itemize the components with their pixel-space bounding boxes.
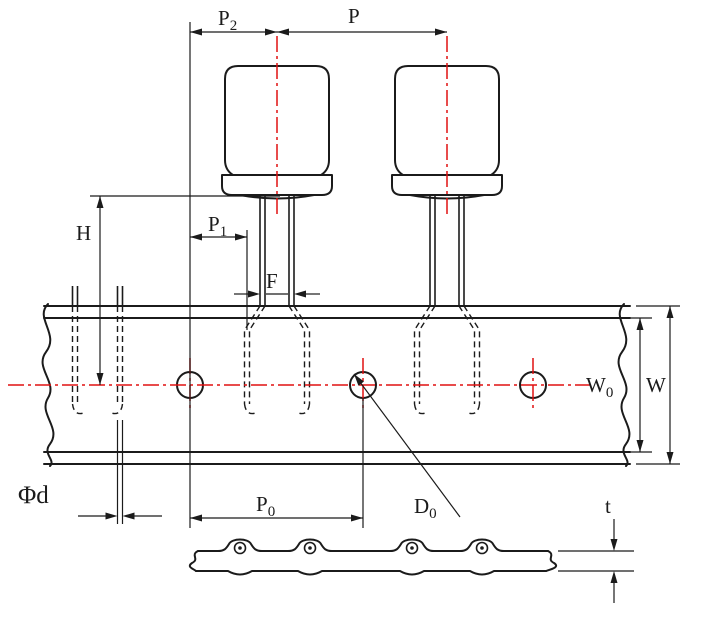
arrowhead bbox=[96, 373, 104, 385]
arrowhead bbox=[636, 318, 644, 330]
side-view-torn-end-left bbox=[188, 550, 199, 572]
lead-cross-section bbox=[405, 541, 419, 555]
arrowhead bbox=[96, 196, 104, 208]
arrowhead bbox=[277, 28, 289, 36]
partial-component-leads bbox=[71, 286, 124, 306]
lead-hook bbox=[467, 403, 481, 415]
lead-hook bbox=[413, 403, 427, 415]
arrowhead bbox=[666, 306, 674, 318]
lead-dashed bbox=[458, 305, 476, 404]
arrowhead bbox=[636, 440, 644, 452]
dimension-lead-diameter: Φd bbox=[18, 482, 162, 520]
side-view-top-contour bbox=[197, 538, 549, 552]
lead-dashed bbox=[463, 305, 481, 404]
dim-label-p1: P1 bbox=[208, 212, 227, 240]
lead-center-dot bbox=[480, 546, 484, 550]
arrowhead bbox=[435, 28, 447, 36]
lead-hook bbox=[243, 403, 257, 415]
dim-label-p: P bbox=[348, 4, 360, 28]
dimension-w0: W0 bbox=[586, 317, 652, 453]
lead-dashed bbox=[418, 305, 436, 404]
tape-side-view bbox=[188, 538, 558, 576]
dim-label-d0: D0 bbox=[414, 494, 437, 522]
dimension-f: F bbox=[234, 269, 320, 298]
dim-label-w0: W0 bbox=[586, 373, 613, 401]
lead-dashed bbox=[413, 305, 431, 404]
carrier-tape bbox=[41, 303, 631, 467]
lead-center-dot bbox=[238, 546, 242, 550]
lead-dashed bbox=[293, 305, 311, 404]
lead-dashed bbox=[288, 305, 306, 404]
hidden-leads bbox=[71, 305, 481, 415]
arrowhead bbox=[248, 290, 260, 298]
dim-label-phi-d: Φd bbox=[18, 482, 49, 509]
lead-dashed bbox=[248, 305, 266, 404]
arrowhead bbox=[235, 233, 247, 241]
tape-torn-edge-left bbox=[41, 303, 55, 467]
arrowhead bbox=[666, 452, 674, 464]
arrowhead bbox=[105, 512, 118, 520]
lead-hook bbox=[71, 403, 85, 415]
lead-cross-section bbox=[233, 541, 247, 555]
dimension-p1: P1 bbox=[190, 212, 247, 241]
dimension-p0: P0 bbox=[190, 492, 363, 522]
dimension-h: H bbox=[76, 196, 104, 385]
side-view-bottom-contour bbox=[195, 570, 547, 576]
arrowhead bbox=[610, 571, 618, 583]
dimension-p2-p: P2 P bbox=[190, 4, 447, 36]
arrowhead bbox=[610, 539, 618, 551]
dim-label-w: W bbox=[646, 373, 666, 397]
dim-label-p2: P2 bbox=[218, 6, 237, 34]
dim-label-h: H bbox=[76, 221, 91, 245]
lead-cross-section bbox=[303, 541, 317, 555]
leader-line bbox=[353, 373, 461, 518]
tape-torn-edge-right bbox=[617, 303, 631, 467]
lead-hook bbox=[110, 403, 124, 415]
lead-center-dot bbox=[410, 546, 414, 550]
arrowhead bbox=[190, 28, 202, 36]
dim-label-t: t bbox=[605, 494, 611, 518]
arrowhead bbox=[354, 374, 364, 386]
center-lines bbox=[8, 36, 592, 412]
dimension-t: t bbox=[558, 494, 634, 603]
lead-center-dot bbox=[308, 546, 312, 550]
lead-cross-section bbox=[475, 541, 489, 555]
arrowhead bbox=[190, 514, 202, 522]
lead-hook bbox=[297, 403, 311, 415]
dimension-w: W bbox=[636, 305, 680, 465]
dim-label-f: F bbox=[266, 269, 278, 293]
arrowhead bbox=[122, 512, 135, 520]
arrowhead bbox=[351, 514, 363, 522]
side-view-torn-end-right bbox=[545, 550, 558, 572]
arrowhead bbox=[294, 290, 306, 298]
arrowhead bbox=[190, 233, 202, 241]
dimension-d0: D0 bbox=[353, 373, 461, 522]
dim-label-p0: P0 bbox=[256, 492, 275, 520]
extension-lines bbox=[90, 22, 364, 528]
arrowhead bbox=[265, 28, 277, 36]
